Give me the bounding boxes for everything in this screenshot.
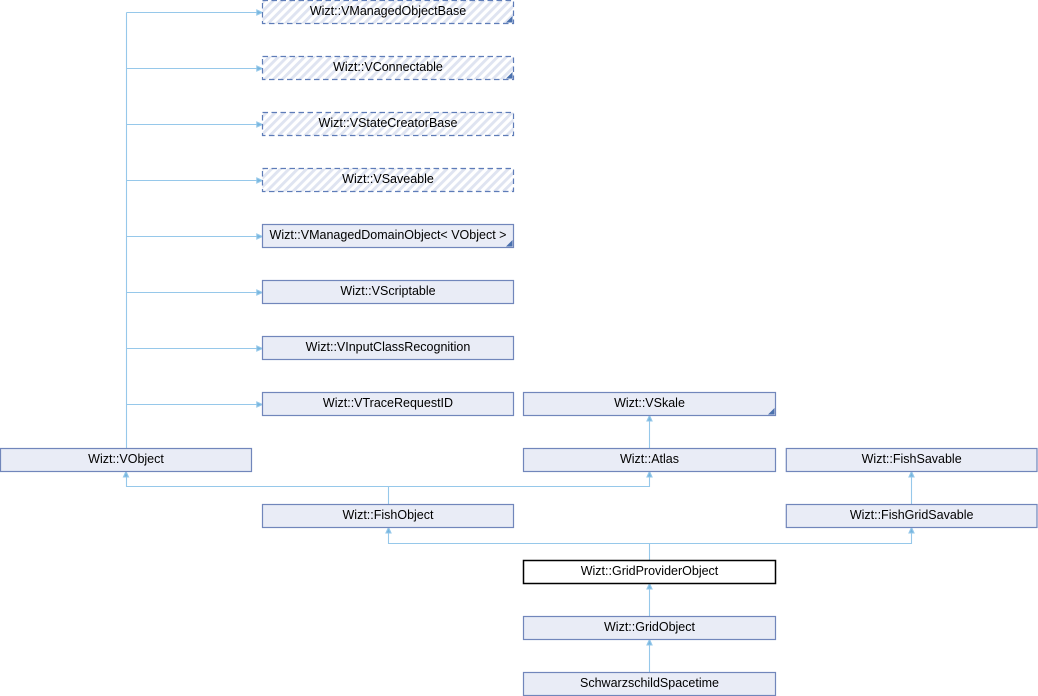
svg-text:Wizt::VTraceRequestID: Wizt::VTraceRequestID	[323, 396, 453, 410]
svg-text:Wizt::VManagedDomainObject< VO: Wizt::VManagedDomainObject< VObject >	[270, 228, 507, 242]
svg-text:Wizt::VInputClassRecognition: Wizt::VInputClassRecognition	[306, 340, 471, 354]
svg-text:Wizt::FishGridSavable: Wizt::FishGridSavable	[850, 508, 974, 522]
svg-text:Wizt::FishObject: Wizt::FishObject	[343, 508, 435, 522]
svg-text:Wizt::GridProviderObject: Wizt::GridProviderObject	[581, 564, 719, 578]
svg-text:Wizt::VSaveable: Wizt::VSaveable	[342, 172, 434, 186]
svg-text:Wizt::FishSavable: Wizt::FishSavable	[862, 452, 962, 466]
svg-text:Wizt::VScriptable: Wizt::VScriptable	[340, 284, 435, 298]
svg-text:Wizt::GridObject: Wizt::GridObject	[604, 620, 696, 634]
svg-text:Wizt::VObject: Wizt::VObject	[88, 452, 164, 466]
svg-text:Wizt::VConnectable: Wizt::VConnectable	[333, 60, 443, 74]
svg-text:Wizt::VStateCreatorBase: Wizt::VStateCreatorBase	[319, 116, 458, 130]
svg-text:SchwarzschildSpacetime: SchwarzschildSpacetime	[580, 676, 719, 690]
svg-text:Wizt::VManagedObjectBase: Wizt::VManagedObjectBase	[310, 4, 466, 18]
svg-text:Wizt::Atlas: Wizt::Atlas	[620, 452, 679, 466]
svg-text:Wizt::VSkale: Wizt::VSkale	[614, 396, 685, 410]
